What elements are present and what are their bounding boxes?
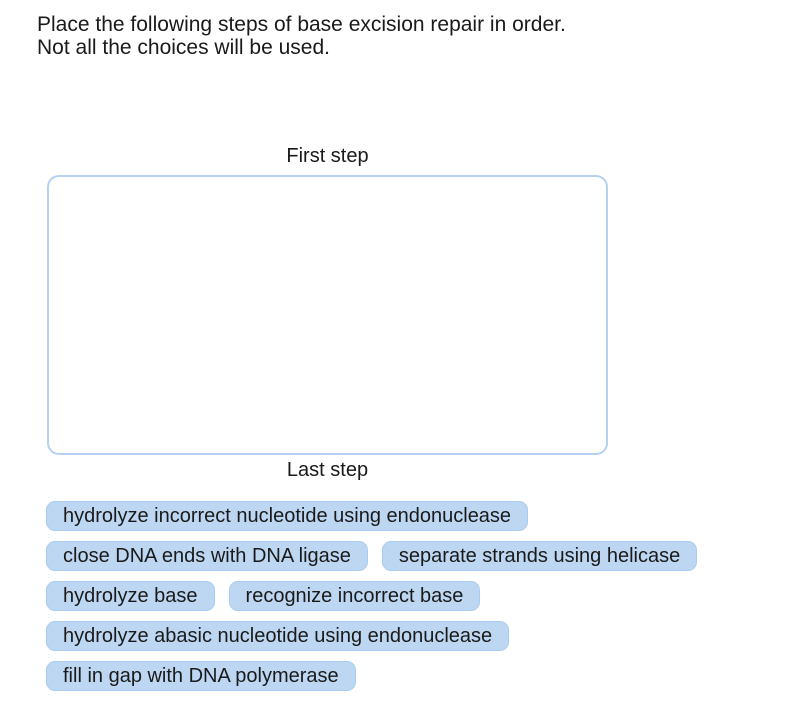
choice-chip-close-dna-ends[interactable]: close DNA ends with DNA ligase (46, 541, 368, 571)
answer-dropzone[interactable] (47, 175, 608, 455)
question-prompt-line-1: Place the following steps of base excisi… (37, 13, 566, 36)
choice-chip-hydrolyze-incorrect-nucleotide[interactable]: hydrolyze incorrect nucleotide using end… (46, 501, 529, 531)
first-step-label: First step (286, 145, 369, 167)
choice-chip-hydrolyze-base[interactable]: hydrolyze base (46, 581, 215, 611)
choice-chip-recognize-incorrect-base[interactable]: recognize incorrect base (228, 581, 481, 611)
last-step-label: Last step (286, 459, 369, 481)
choice-chip-fill-in-gap[interactable]: fill in gap with DNA polymerase (46, 661, 356, 691)
choice-bank: hydrolyze incorrect nucleotide using end… (46, 501, 776, 691)
choice-row-5: fill in gap with DNA polymerase (46, 661, 776, 691)
choice-row-2: close DNA ends with DNA ligase separate … (46, 541, 776, 571)
choice-chip-separate-strands[interactable]: separate strands using helicase (381, 541, 698, 571)
question-prompt-line-2: Not all the choices will be used. (37, 36, 330, 59)
choice-row-3: hydrolyze base recognize incorrect base (46, 581, 776, 611)
choice-row-4: hydrolyze abasic nucleotide using endonu… (46, 621, 776, 651)
choice-chip-hydrolyze-abasic-nucleotide[interactable]: hydrolyze abasic nucleotide using endonu… (46, 621, 510, 651)
choice-row-1: hydrolyze incorrect nucleotide using end… (46, 501, 776, 531)
question-prompt: Place the following steps of base excisi… (37, 13, 737, 59)
